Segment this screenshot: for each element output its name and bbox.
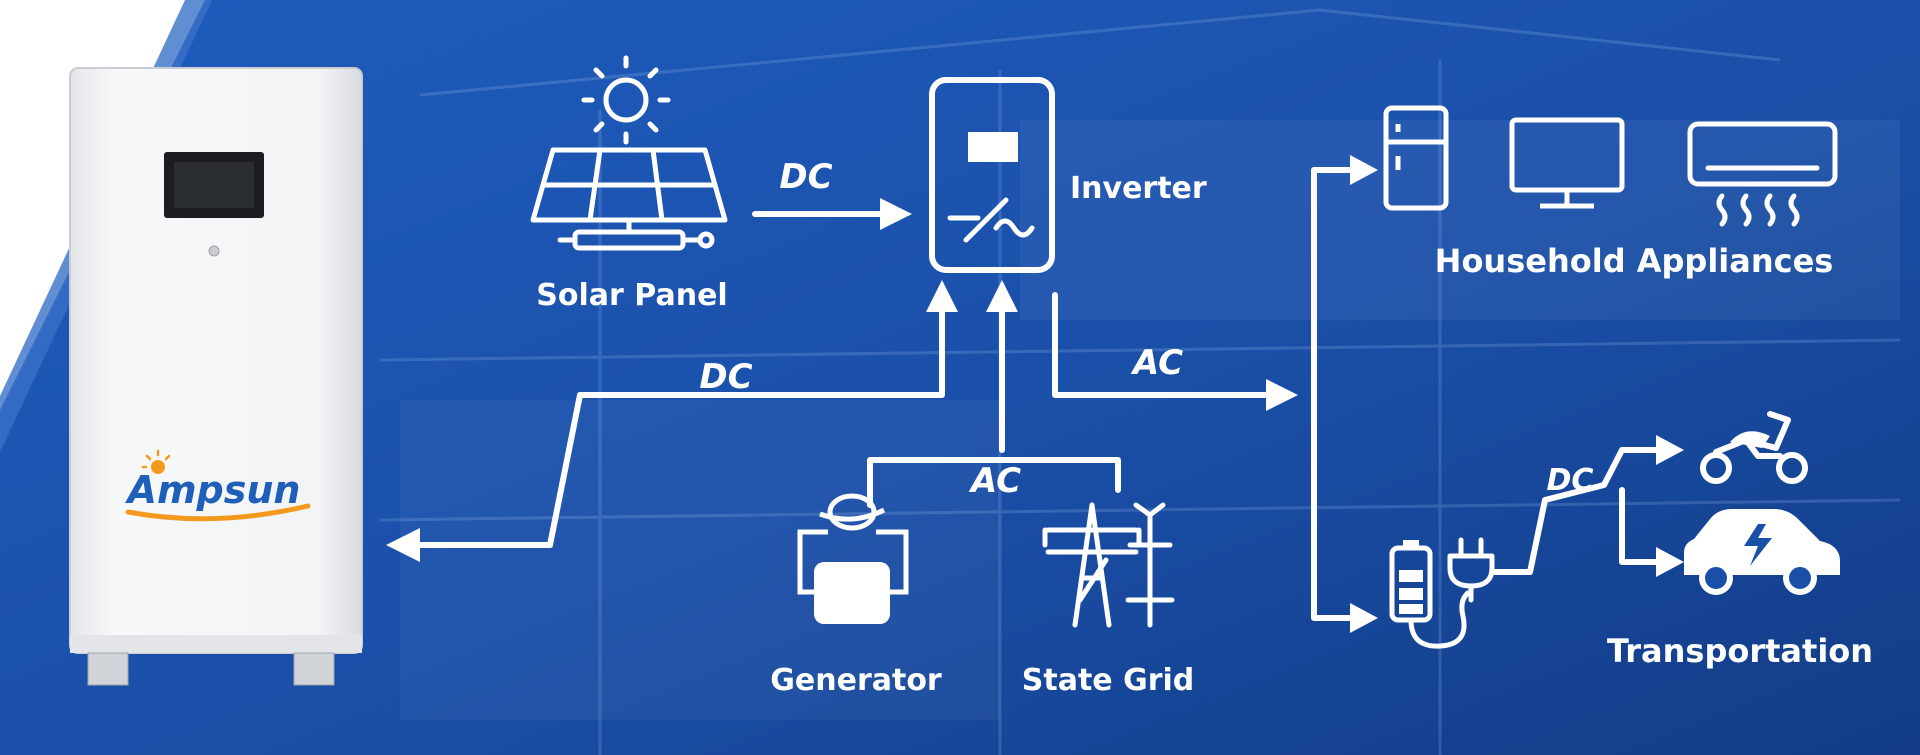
- dc-tag-battery: DC: [699, 357, 752, 397]
- dc-tag-solar: DC: [779, 157, 832, 197]
- transmission-tower-icon: [1042, 502, 1175, 628]
- solar-panel-label: Solar Panel: [536, 278, 727, 313]
- house-glass-panel: [400, 400, 1000, 720]
- inverter-to-loads-line: [1052, 292, 1271, 398]
- sources-bus-line: [867, 457, 1121, 508]
- flow-arrowheads: [386, 155, 1684, 633]
- plug-icon: [1447, 537, 1495, 603]
- arrow-to-car: [1656, 547, 1684, 577]
- air-conditioner-icon: [1687, 121, 1838, 227]
- ac-tag-loads: AC: [1130, 343, 1183, 383]
- charger-to-car-line: [1619, 487, 1663, 565]
- sun-icon: [581, 55, 671, 145]
- state-grid-label: State Grid: [1022, 663, 1195, 698]
- arrow-to-inverter-from-battery: [926, 280, 958, 312]
- flow-lines: [405, 167, 1663, 621]
- battery-foot: [87, 652, 129, 686]
- arrow-to-inverter-dc: [880, 198, 912, 230]
- house-glass-panel: [1020, 120, 1900, 320]
- generator-label: Generator: [770, 663, 942, 698]
- load-bus-line: [1311, 167, 1359, 621]
- arrow-to-fridge: [1350, 155, 1378, 185]
- ampsun-logo: Ampsun: [125, 449, 311, 522]
- battery-inverter-line: [405, 297, 945, 548]
- power-button-icon: [208, 245, 220, 257]
- logo-sun-icon: [151, 460, 165, 474]
- logo-text: Ampsun: [125, 468, 301, 512]
- dc-tag-vehicles: DC: [1547, 463, 1594, 498]
- generator-icon: [797, 493, 909, 624]
- household-appliances-label: Household Appliances: [1435, 242, 1834, 280]
- battery-icon: [1389, 540, 1471, 649]
- arrow-to-battery-charger: [1350, 603, 1378, 633]
- car-icon: [1684, 509, 1840, 595]
- inverter-label: Inverter: [1070, 171, 1207, 206]
- arrow-to-inverter-from-sources: [986, 280, 1018, 312]
- ac-tag-sources: AC: [968, 461, 1021, 501]
- fridge-icon: [1383, 105, 1449, 211]
- inverter-icon: [929, 77, 1055, 273]
- monitor-icon: [1509, 117, 1625, 209]
- arrow-to-battery: [386, 528, 420, 562]
- arrow-to-motorcycle: [1656, 435, 1684, 465]
- charger-to-vehicles-line: [1492, 447, 1663, 575]
- motorcycle-icon: [1700, 411, 1808, 484]
- transportation-label: Transportation: [1607, 632, 1873, 670]
- battery-foot: [293, 652, 335, 686]
- solar-panel-icon: [530, 147, 728, 251]
- arrow-to-loads: [1266, 379, 1298, 411]
- battery-unit: Ampsun: [69, 67, 363, 686]
